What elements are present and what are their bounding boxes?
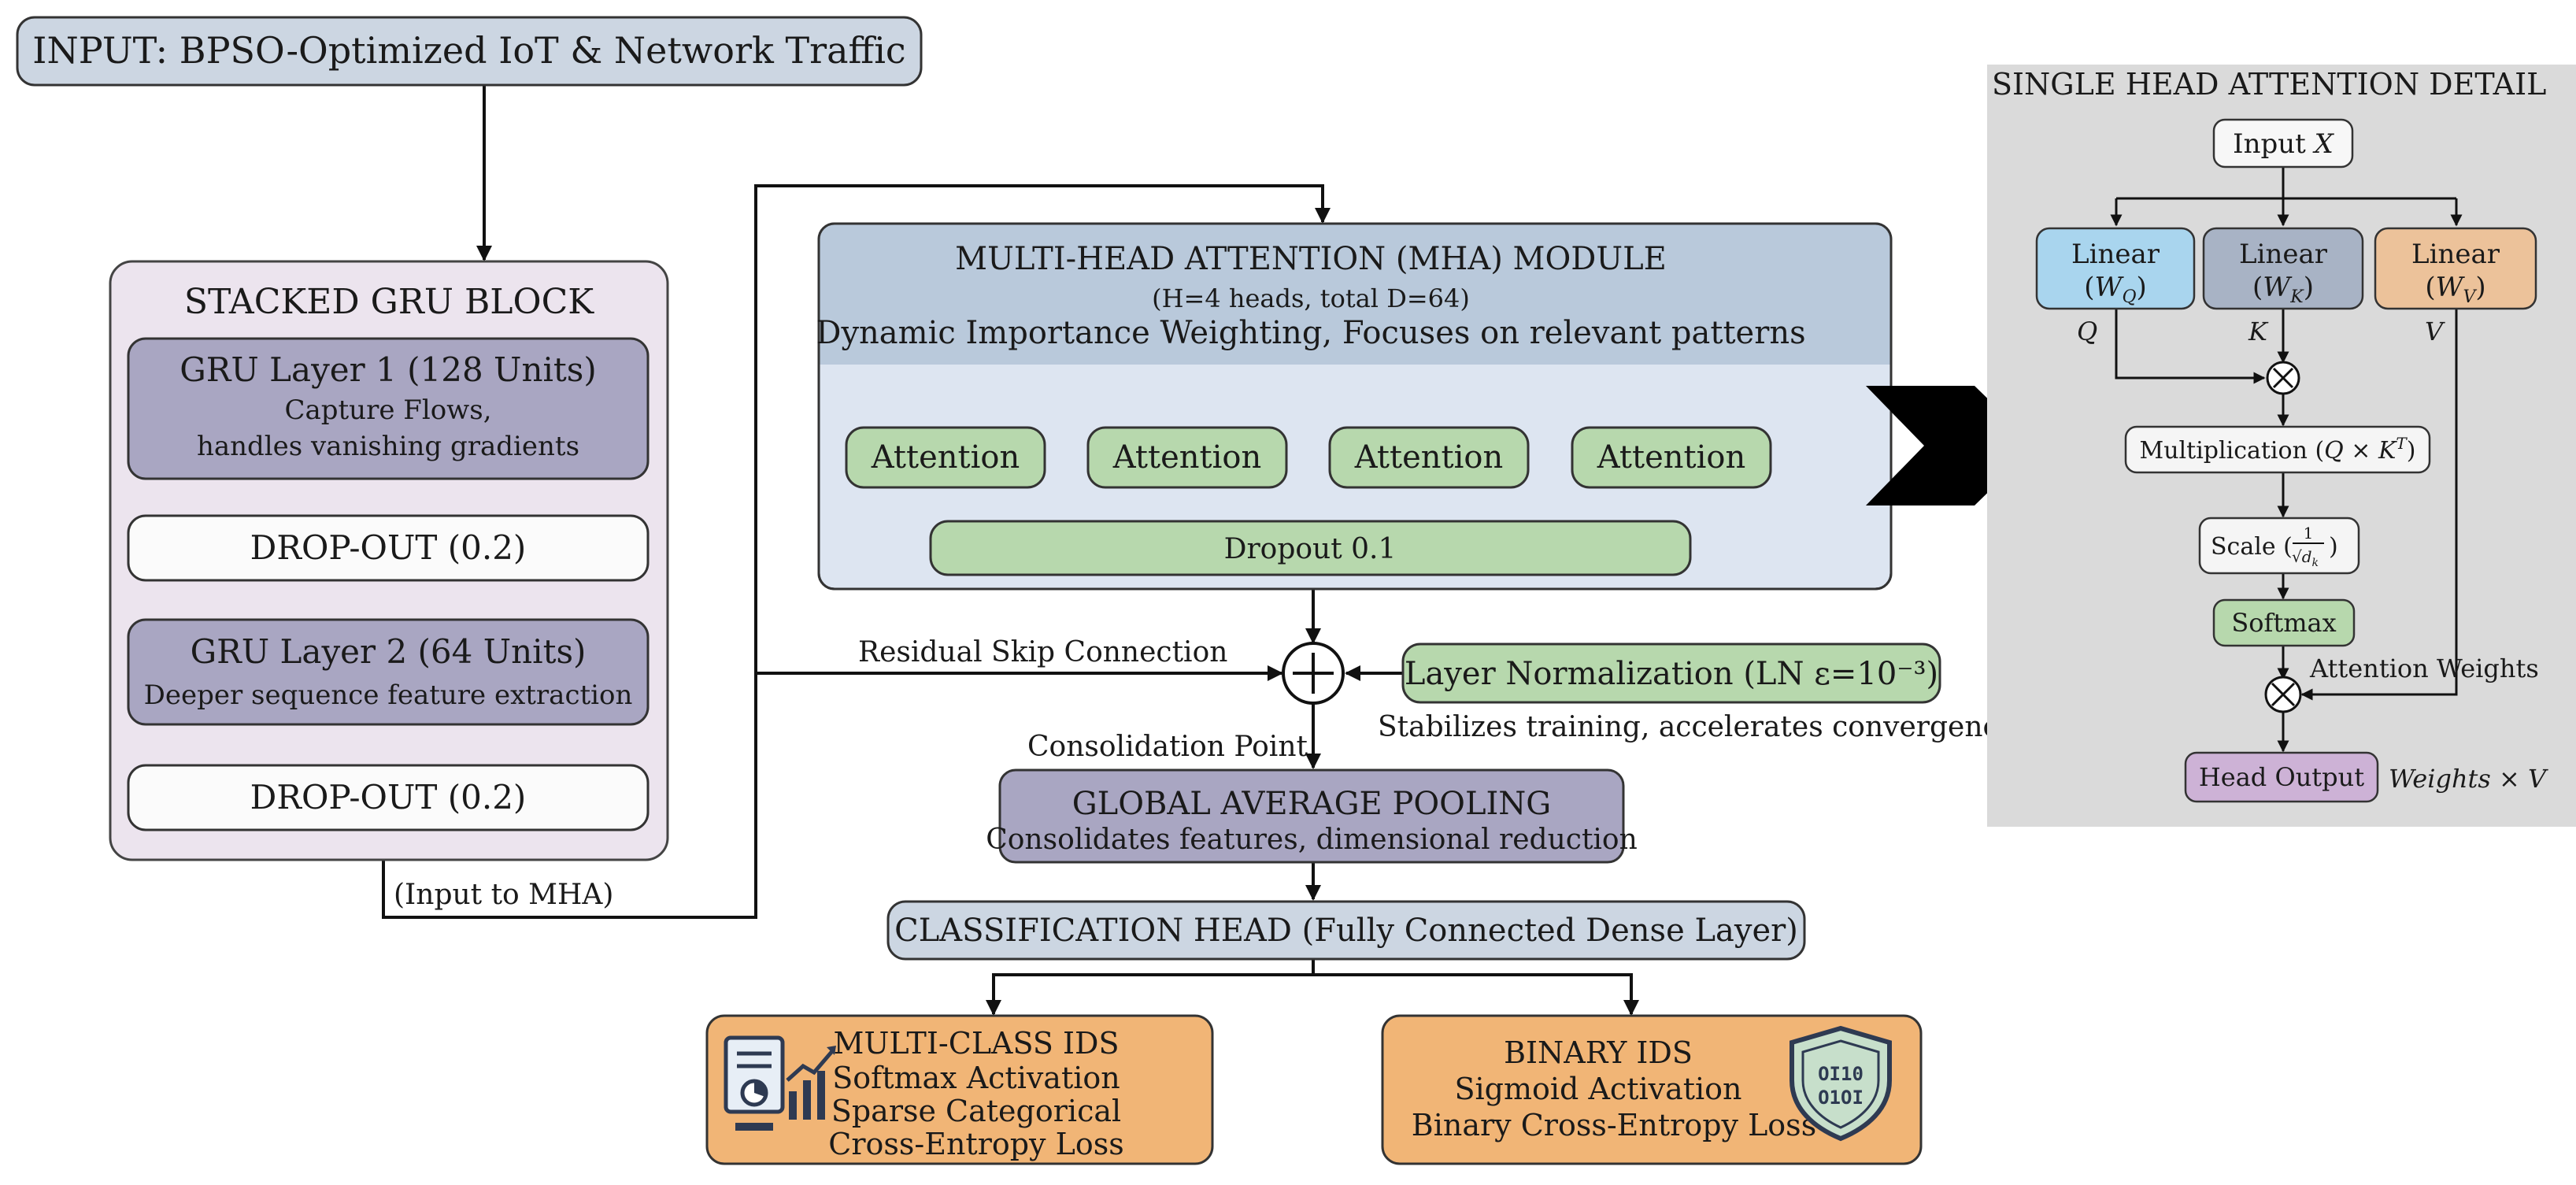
attention-head-2-label: Attention [1112, 439, 1261, 476]
binary-line2: Sigmoid Activation [1454, 1072, 1741, 1106]
input-to-mha-label: (Input to MHA) [394, 879, 613, 911]
attention-head-3 [1328, 426, 1530, 489]
layer-normalization-label: Layer Normalization (LN ε=10⁻³) [1405, 656, 1938, 692]
mha-dropout-label: Dropout 0.1 [1224, 533, 1397, 565]
classification-head-label: CLASSIFICATION HEAD (Fully Connected Den… [894, 913, 1798, 949]
binary-shield-icon: OI10 O1OI [1790, 1025, 1892, 1142]
layer-normalization [1401, 642, 1941, 704]
weights-times-v-label: Weights × V [2389, 764, 2548, 794]
attention-head-2 [1086, 426, 1288, 489]
scale-label: Scale ( [2211, 533, 2293, 561]
scale-denominator: √dk [2292, 547, 2319, 569]
multi-class-line4: Cross-Entropy Loss [828, 1127, 1123, 1161]
head-output-label: Head Output [2199, 762, 2364, 792]
attention-weights-label: Attention Weights [2309, 654, 2539, 683]
multi-class-line3: Sparse Categorical [831, 1094, 1121, 1128]
svg-text:O1OI: O1OI [1818, 1087, 1864, 1109]
softmax-label: Softmax [2231, 608, 2336, 638]
consolidation-label: Consolidation Point [1027, 731, 1308, 763]
gru-layer-2 [127, 618, 650, 726]
binary-title: BINARY IDS [1504, 1035, 1693, 1070]
linear-v-weight: (WV) [2425, 272, 2485, 307]
attention-head-3-label: Attention [1354, 439, 1503, 476]
pooling-title: GLOBAL AVERAGE POOLING [1072, 786, 1552, 822]
edge-gru-to-mha [382, 184, 1331, 919]
input-label: INPUT: BPSO-Optimized IoT & Network Traf… [32, 29, 905, 72]
edge-v-to-times [2300, 309, 2458, 701]
gru-block-title: STACKED GRU BLOCK [184, 282, 594, 322]
gru-layer-1-line1: Capture Flows, [284, 394, 491, 426]
mha-desc: Dynamic Importance Weighting, Focuses on… [816, 315, 1805, 351]
linear-q-weight: (WQ) [2084, 272, 2147, 307]
gru-layer-2-line1: Deeper sequence feature extraction [144, 680, 633, 711]
head-output-node [2184, 751, 2379, 803]
q-output-label: Q [2077, 317, 2097, 346]
gru-layer-1 [127, 337, 650, 480]
dropout-1-label: DROP-OUT (0.2) [250, 528, 527, 567]
linear-v-label: Linear [2411, 239, 2500, 270]
gru-layer-1-line2: handles vanishing gradients [197, 431, 579, 462]
detail-input-label: Input X [2233, 128, 2334, 160]
add-circle-icon [1282, 642, 1345, 705]
dropout-1 [127, 514, 650, 582]
layer-normalization-note: Stabilizes training, accelerates converg… [1378, 711, 2015, 743]
classification-head [886, 900, 1806, 961]
scale-close: ) [2329, 533, 2338, 561]
v-output-label: V [2425, 317, 2445, 346]
detail-title: SINGLE HEAD ATTENTION DETAIL [1992, 67, 2546, 102]
linear-q-node [2035, 227, 2196, 310]
k-output-label: K [2248, 317, 2269, 346]
multiplication-node [2124, 425, 2431, 474]
linear-k-label: Linear [2239, 239, 2328, 270]
multi-class-line2: Softmax Activation [832, 1061, 1120, 1095]
multi-class-title: MULTI-CLASS IDS [833, 1026, 1119, 1061]
edge-q-to-mult [2115, 309, 2266, 384]
gru-layer-1-title: GRU Layer 1 (128 Units) [180, 350, 597, 389]
linear-k-node [2202, 227, 2364, 310]
softmax-node [2212, 598, 2356, 647]
edge-classification-fork [992, 973, 1633, 1013]
mha-header [819, 224, 1891, 365]
mha-dropout [929, 520, 1692, 576]
dropout-2-label: DROP-OUT (0.2) [250, 778, 527, 817]
binary-ids [1381, 1014, 1923, 1165]
linear-q-label: Linear [2071, 239, 2160, 270]
multiply-circle-icon [2266, 361, 2300, 395]
scale-node [2198, 517, 2360, 575]
global-average-pooling [998, 768, 1625, 864]
dashboard-chart-icon [724, 1035, 836, 1131]
svg-text:OI10: OI10 [1818, 1063, 1864, 1085]
attention-head-1-label: Attention [871, 439, 1020, 476]
residual-skip-label: Residual Skip Connection [858, 636, 1227, 668]
multiplication-label: Multiplication (Q × KT) [2140, 434, 2416, 465]
pooling-desc: Consolidates features, dimensional reduc… [986, 824, 1638, 856]
binary-line3: Binary Cross-Entropy Loss [1412, 1108, 1816, 1142]
mha-params: (H=4 heads, total D=64) [1152, 283, 1470, 313]
multiply-circle-icon [2264, 676, 2302, 713]
input-node [16, 16, 923, 87]
detail-input-node [2212, 118, 2354, 168]
dropout-2 [127, 764, 650, 831]
attention-head-4 [1571, 426, 1772, 489]
gru-layer-2-title: GRU Layer 2 (64 Units) [191, 632, 587, 671]
scale-numerator: 1 [2304, 524, 2314, 543]
attention-head-4-label: Attention [1597, 439, 1745, 476]
linear-k-weight: (WK) [2252, 272, 2314, 307]
attention-head-1 [845, 426, 1046, 489]
mha-title: MULTI-HEAD ATTENTION (MHA) MODULE [955, 241, 1667, 277]
linear-v-node [2374, 227, 2537, 310]
